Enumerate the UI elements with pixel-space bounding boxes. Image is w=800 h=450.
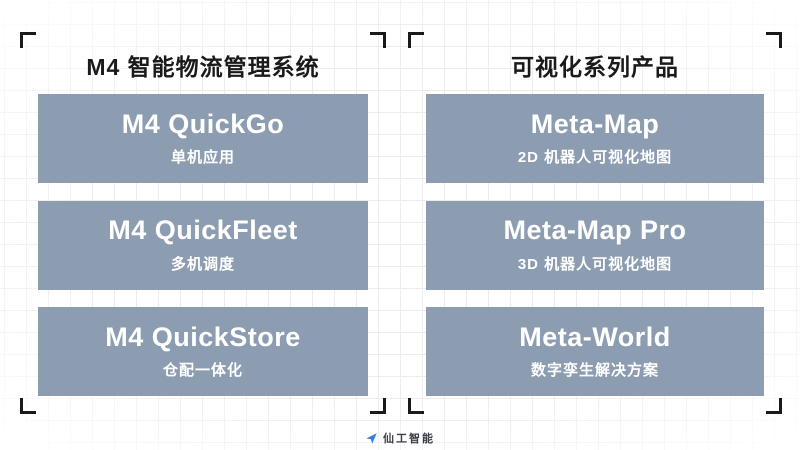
product-name: Meta-World bbox=[519, 321, 671, 352]
product-subtitle: 3D 机器人可视化地图 bbox=[517, 255, 673, 273]
product-name: Meta-Map Pro bbox=[503, 215, 687, 246]
corner-bracket-icon bbox=[370, 398, 386, 414]
product-subtitle: 数字孪生解决方案 bbox=[530, 362, 659, 380]
product-name: M4 QuickFleet bbox=[108, 215, 298, 246]
company-logo-icon bbox=[366, 432, 377, 444]
product-subtitle: 多机调度 bbox=[170, 255, 235, 273]
panel-title: 可视化系列产品 bbox=[511, 54, 679, 80]
product-card-m4-quickgo: M4 QuickGo 单机应用 bbox=[38, 94, 368, 183]
corner-bracket-icon bbox=[766, 32, 782, 48]
corner-bracket-icon bbox=[20, 32, 36, 48]
product-card-m4-quickstore: M4 QuickStore 仓配一体化 bbox=[38, 307, 368, 396]
panel-title: M4 智能物流管理系统 bbox=[86, 54, 320, 80]
card-list: M4 QuickGo 单机应用 M4 QuickFleet 多机调度 M4 Qu… bbox=[38, 94, 368, 396]
corner-bracket-icon bbox=[408, 398, 424, 414]
panel-visualization-products: 可视化系列产品 Meta-Map 2D 机器人可视化地图 Meta-Map Pr… bbox=[408, 32, 782, 414]
product-subtitle: 单机应用 bbox=[170, 149, 235, 167]
footer-logo: 仙工智能 bbox=[0, 430, 800, 446]
card-list: Meta-Map 2D 机器人可视化地图 Meta-Map Pro 3D 机器人… bbox=[426, 94, 764, 396]
product-name: M4 QuickStore bbox=[105, 321, 301, 352]
corner-bracket-icon bbox=[20, 398, 36, 414]
product-subtitle: 仓配一体化 bbox=[162, 362, 243, 380]
product-subtitle: 2D 机器人可视化地图 bbox=[517, 149, 673, 167]
product-card-meta-map-pro: Meta-Map Pro 3D 机器人可视化地图 bbox=[426, 200, 764, 290]
product-name: M4 QuickGo bbox=[121, 108, 285, 139]
product-name: Meta-Map bbox=[530, 108, 660, 139]
product-card-meta-map: Meta-Map 2D 机器人可视化地图 bbox=[426, 94, 764, 183]
corner-bracket-icon bbox=[766, 398, 782, 414]
company-logo-text: 仙工智能 bbox=[383, 433, 435, 445]
corner-bracket-icon bbox=[370, 32, 386, 48]
corner-bracket-icon bbox=[408, 32, 424, 48]
product-card-meta-world: Meta-World 数字孪生解决方案 bbox=[426, 307, 764, 396]
panel-m4-logistics: M4 智能物流管理系统 M4 QuickGo 单机应用 M4 QuickFlee… bbox=[20, 32, 386, 414]
product-card-m4-quickfleet: M4 QuickFleet 多机调度 bbox=[38, 200, 368, 290]
